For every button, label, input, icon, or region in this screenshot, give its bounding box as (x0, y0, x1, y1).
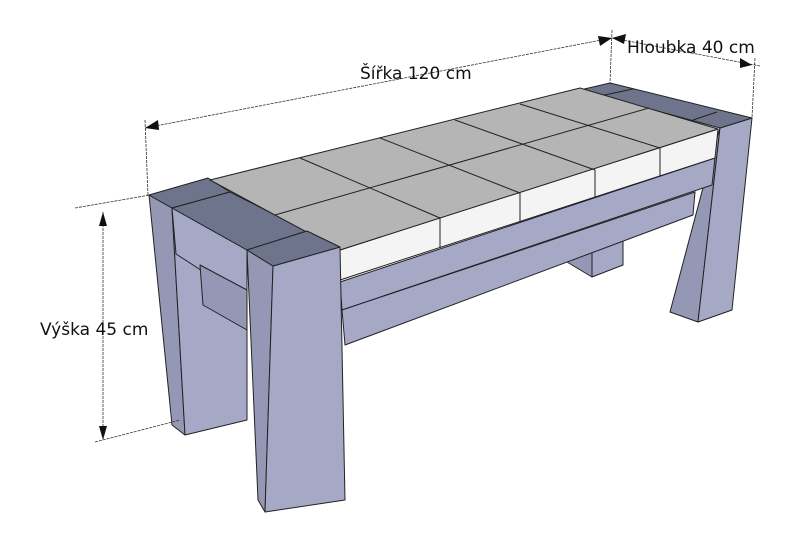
back-left-leg (148, 177, 308, 436)
height-label: Výška 45 cm (40, 320, 149, 340)
seat-tiles (209, 87, 719, 281)
depth-label: Hloubka 40 cm (627, 38, 755, 58)
front-rails (339, 157, 716, 346)
width-label: Šířka 120 cm (360, 64, 472, 84)
dimension-arrows (99, 34, 752, 440)
front-left-leg (246, 230, 346, 513)
dimension-lines (74, 29, 761, 443)
